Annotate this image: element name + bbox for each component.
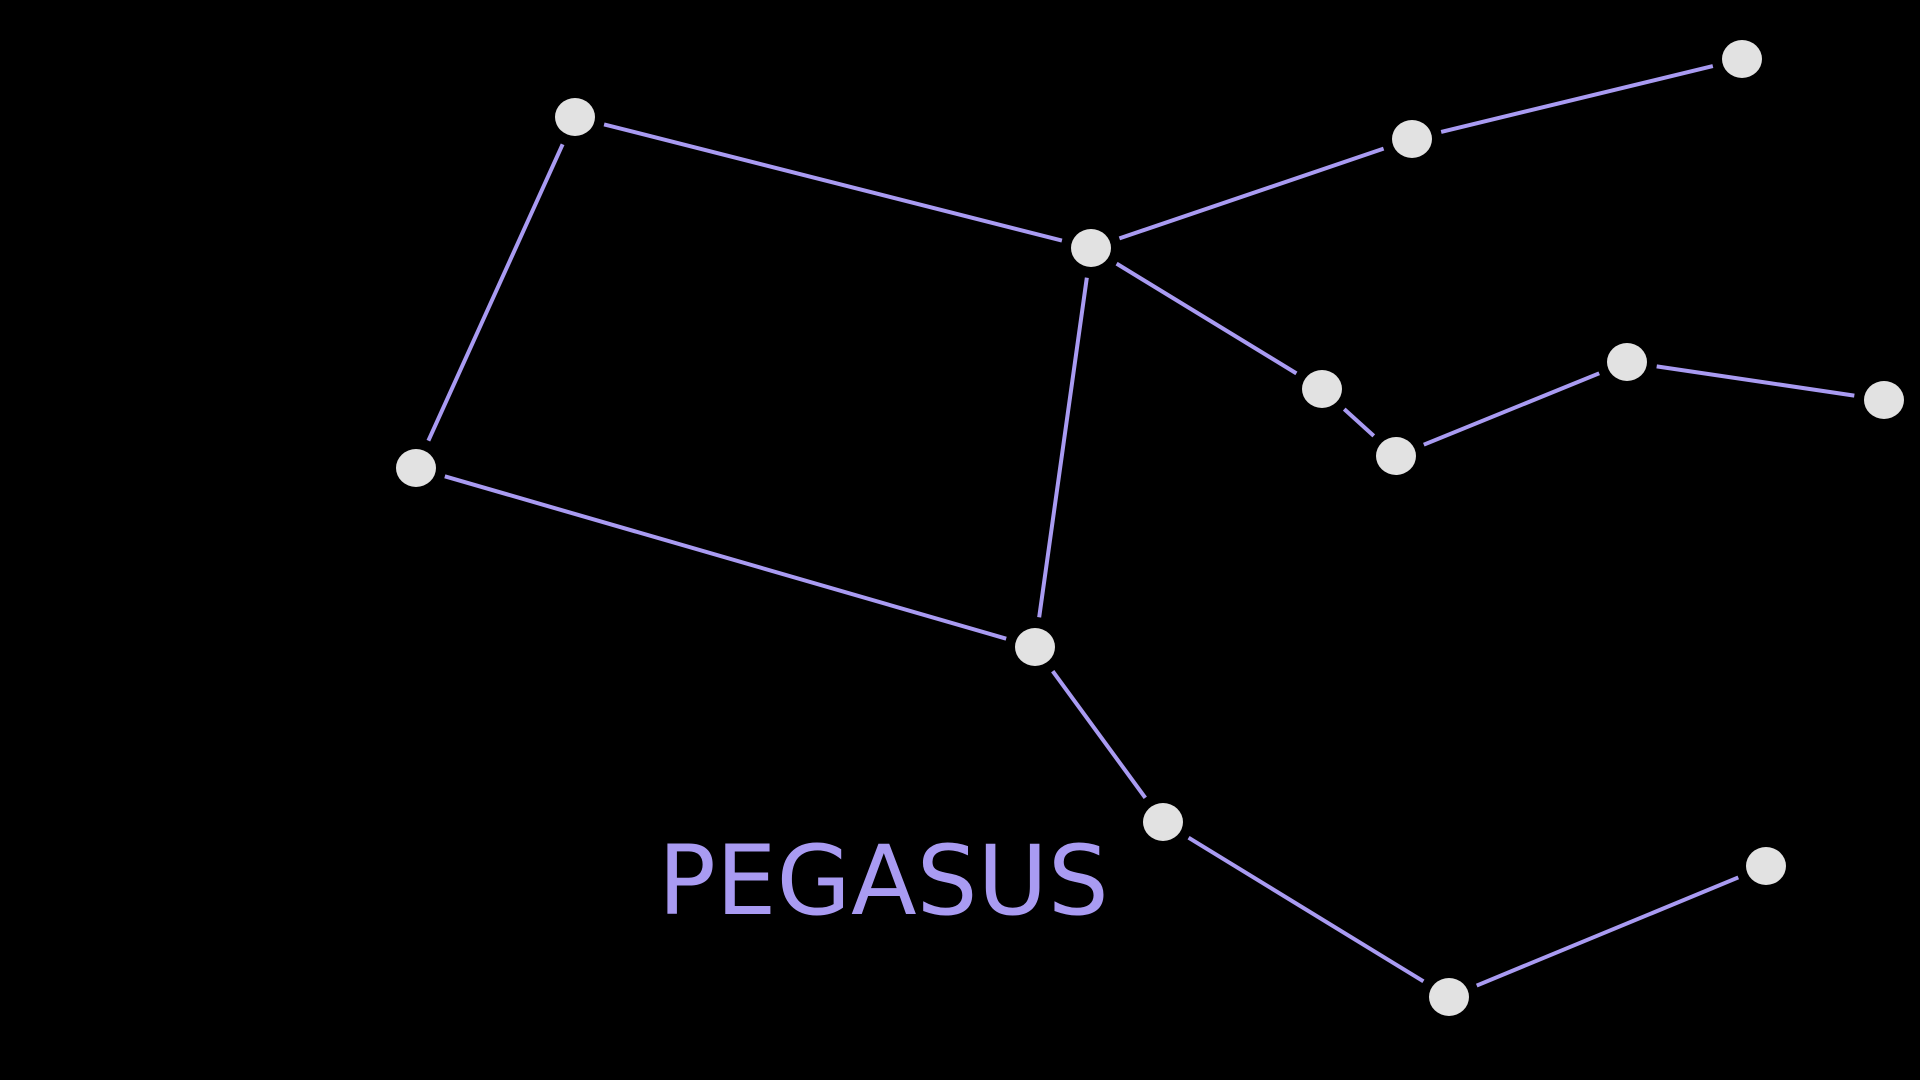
star-m xyxy=(1746,847,1786,885)
constellation-lines xyxy=(426,64,1855,988)
star-d xyxy=(1015,628,1055,666)
star-j xyxy=(1864,381,1904,419)
star-c xyxy=(396,449,436,487)
constellation-line xyxy=(1423,371,1600,447)
star-f xyxy=(1722,40,1762,78)
constellation-name: PEGASUS xyxy=(658,825,1109,937)
star-g xyxy=(1302,370,1342,408)
star-i xyxy=(1607,343,1647,381)
constellation-line xyxy=(1037,277,1089,618)
constellation-line xyxy=(603,122,1063,243)
constellation-stars xyxy=(396,40,1904,1016)
constellation-line xyxy=(1342,407,1376,438)
star-k xyxy=(1143,803,1183,841)
star-l xyxy=(1429,978,1469,1016)
constellation-line xyxy=(1051,670,1147,799)
constellation-line xyxy=(1187,835,1425,984)
star-a xyxy=(555,98,595,136)
constellation-line xyxy=(1475,875,1740,988)
constellation-line xyxy=(1656,364,1855,398)
star-h xyxy=(1376,437,1416,475)
constellation-line xyxy=(1115,261,1298,376)
star-b xyxy=(1071,229,1111,267)
constellation-line xyxy=(1440,64,1714,134)
star-e xyxy=(1392,120,1432,158)
constellation-line xyxy=(444,474,1007,641)
constellation-line xyxy=(426,143,565,442)
constellation-line xyxy=(1118,146,1385,241)
